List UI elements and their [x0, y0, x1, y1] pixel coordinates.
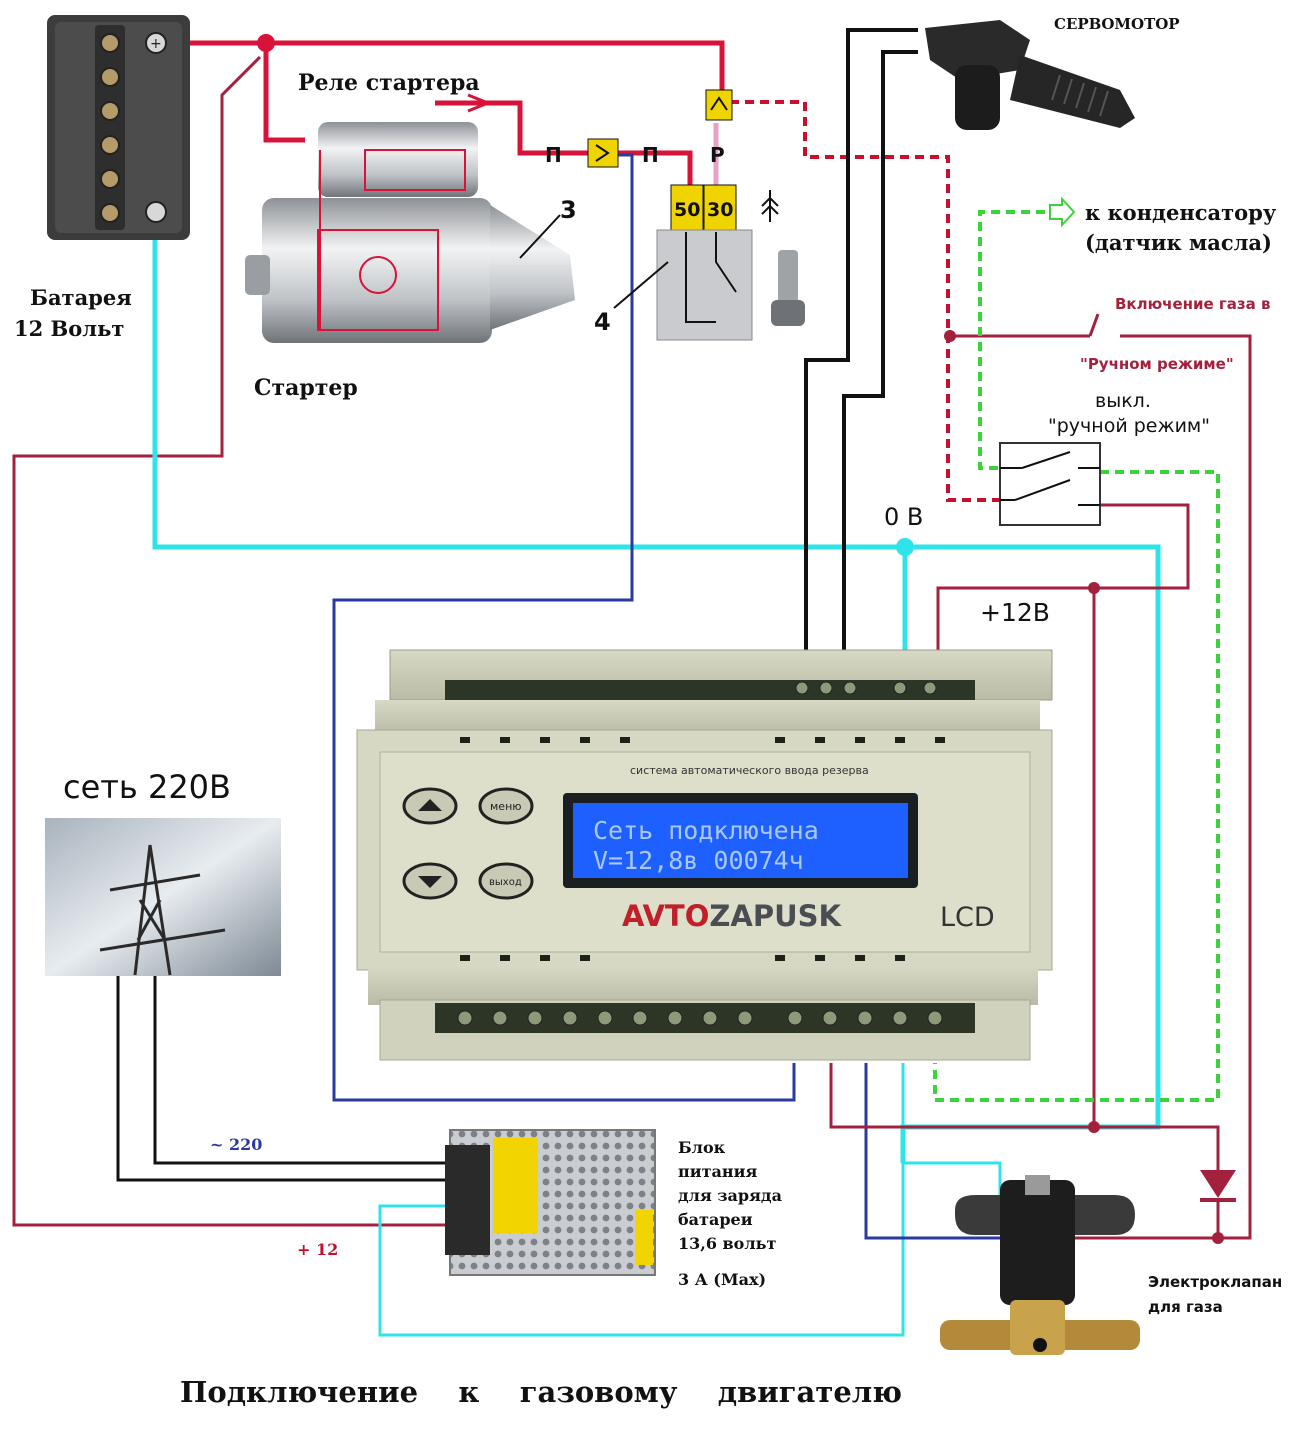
connector-p-chevron-icon: [595, 144, 610, 162]
connector-p1-label: П: [545, 143, 562, 167]
starter-label: Стартер: [254, 375, 358, 401]
solenoid-valve-icon: [940, 1175, 1140, 1355]
relay-arrow-icon: [467, 93, 493, 113]
callout-4: 4: [594, 308, 611, 336]
zero-volt-label: 0 В: [884, 503, 923, 531]
exit-button[interactable]: выход: [478, 862, 534, 900]
down-button[interactable]: [402, 862, 458, 900]
psu-label-line4: батареи: [678, 1210, 753, 1229]
to-capacitor-label: к конденсатору: [1085, 200, 1277, 225]
svg-text:+: +: [150, 36, 162, 52]
diode-icon: [1200, 1170, 1236, 1202]
antenna-icon: [761, 190, 779, 222]
power-pylon-icon: [45, 818, 281, 976]
psu-label-line5: 13,6 вольт: [678, 1234, 776, 1253]
manual-off-line1: выкл.: [1095, 390, 1151, 412]
battery-icon: +: [47, 15, 190, 240]
terminal-50: 50: [674, 199, 700, 221]
power-supply-icon: [445, 1129, 656, 1276]
callout-4-line: [613, 261, 669, 309]
battery-label-line2: 12 Вольт: [14, 316, 124, 341]
psu-label-line2: питания: [678, 1162, 757, 1181]
gas-on-label-line2: "Ручном режиме": [1080, 355, 1234, 373]
ignition-switch: 50 30: [656, 184, 753, 341]
psu-current-label: 3 А (Max): [678, 1270, 766, 1289]
wire-servo-2: [842, 50, 918, 655]
starter-relay-label: Реле стартера: [298, 70, 480, 96]
wire-oil-sensor-controller: [933, 470, 1220, 1102]
servomotor-label: СЕРВОМОТОР: [1054, 15, 1180, 33]
callout-3: 3: [560, 196, 577, 224]
servomotor-icon: [925, 20, 1135, 130]
ignition-key-icon: [771, 250, 805, 326]
lcd-line1: Сеть подключена: [593, 816, 819, 845]
menu-button[interactable]: меню: [478, 787, 534, 825]
junction-positive: [257, 34, 275, 52]
arrow-up-icon: [418, 799, 442, 811]
double-switch-icon: [999, 442, 1101, 526]
wire-blue-valve: [864, 1063, 1000, 1240]
model-label: LCD: [940, 902, 995, 933]
wire-ground-psu: [378, 1063, 905, 1337]
exit-button-label: выход: [489, 877, 522, 888]
junction-diode: [1088, 1121, 1100, 1133]
starter-motor-icon: [245, 122, 575, 343]
oil-sensor-label: (датчик масла): [1085, 230, 1272, 255]
junction-gas-on: [944, 330, 956, 342]
wire-switch-plus: [1094, 503, 1190, 590]
connector-p2-label: П: [642, 143, 659, 167]
junction-valve: [1212, 1232, 1224, 1244]
valve-label-line1: Электроклапан: [1148, 1273, 1282, 1291]
brand-zapusk: ZAPUSK: [709, 899, 842, 933]
wire-dashed-relay: [730, 100, 1000, 502]
plus12-label: + 12: [297, 1240, 338, 1259]
controller-subtitle: система автоматического ввода резерва: [630, 764, 869, 777]
up-button[interactable]: [402, 787, 458, 825]
psu-label-line1: Блок: [678, 1138, 726, 1157]
mains-label: сеть 220В: [63, 768, 231, 806]
callout-3-line: [519, 214, 561, 259]
connector-p-icon: [587, 138, 619, 168]
wire-ground-valve: [903, 1161, 1002, 1200]
wire-positive-to-starter: [263, 43, 305, 143]
wire-mains-2: [153, 975, 450, 1165]
ac220-label: ~ 220: [210, 1135, 262, 1154]
connector-r-chevron-icon: [710, 96, 728, 111]
connector-r-icon: [705, 89, 733, 121]
wire-plus12-controller: [936, 586, 1096, 1127]
diagram-title: Подключение к газовому двигателю: [180, 1375, 902, 1409]
lcd-screen: Сеть подключена V=12,8в 00074ч: [563, 793, 918, 888]
gas-on-switch-blade: [1088, 313, 1100, 337]
plus12v-label: +12В: [980, 598, 1050, 627]
wire-battery-positive: [170, 40, 725, 90]
gas-on-label-line1: Включение газа в: [1115, 295, 1270, 313]
wire-servo-1: [804, 28, 918, 655]
arrow-down-icon: [418, 876, 442, 888]
wire-plus-battery-psu: [12, 55, 450, 1227]
valve-label-line2: для газа: [1148, 1298, 1223, 1316]
terminal-30: 30: [707, 199, 733, 221]
wire-controller-diode: [829, 1063, 1220, 1170]
battery-label-line1: Батарея: [30, 285, 132, 310]
psu-label-line3: для заряда: [678, 1186, 782, 1205]
lcd-line2: V=12,8в 00074ч: [593, 846, 804, 875]
capacitor-arrow-icon: [1049, 196, 1076, 228]
connector-r-label: Р: [710, 143, 725, 167]
manual-off-line2: "ручной режим": [1048, 415, 1210, 437]
brand-logo: AVTOZAPUSK: [622, 899, 843, 933]
wire-gas-on-return: [1075, 334, 1252, 1240]
wire-blue-control: [332, 153, 796, 1102]
wire-oil-sensor: [978, 210, 1045, 470]
wire-mains-1: [116, 975, 450, 1182]
junction-ground: [896, 538, 914, 556]
menu-button-label: меню: [490, 800, 522, 813]
wires: [12, 28, 1252, 1337]
brand-avto: AVTO: [622, 899, 709, 933]
